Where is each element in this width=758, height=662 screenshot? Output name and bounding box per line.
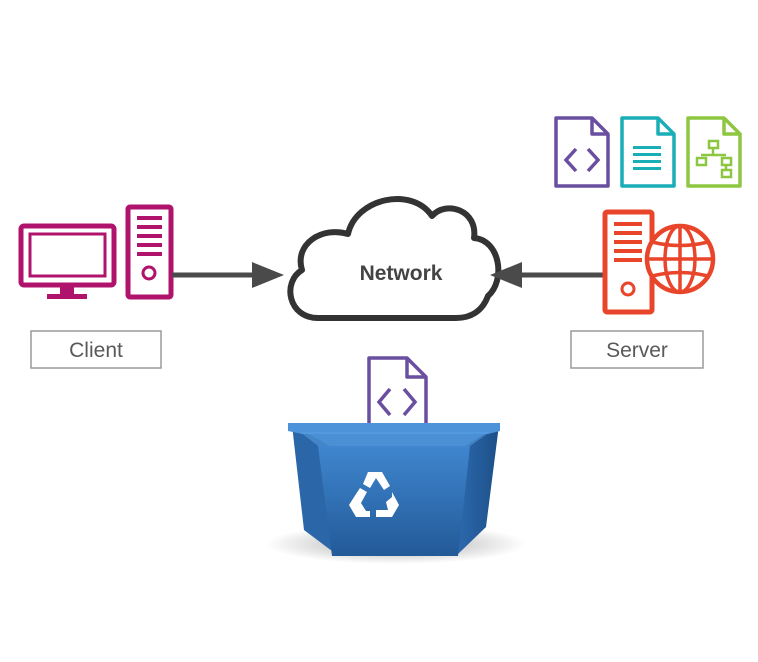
client-label-box: Client xyxy=(30,330,162,369)
recycle-symbol-icon xyxy=(349,472,399,517)
client-monitor-icon xyxy=(18,223,117,299)
text-file-icon xyxy=(620,116,676,188)
recycle-bin-icon xyxy=(266,356,526,564)
server-label: Server xyxy=(606,339,668,362)
client-to-network-arrow xyxy=(172,262,284,288)
discarded-code-file-icon xyxy=(367,356,428,430)
server-to-network-arrow xyxy=(490,262,603,288)
client-label: Client xyxy=(69,339,123,362)
network-label: Network xyxy=(360,262,443,285)
client-desktop-tower-icon xyxy=(125,204,174,300)
sitemap-file-icon xyxy=(686,116,742,188)
globe-icon xyxy=(644,223,716,295)
network-cloud-icon: Network xyxy=(287,196,502,321)
code-file-icon xyxy=(554,116,610,188)
server-icon xyxy=(602,209,655,315)
server-label-box: Server xyxy=(570,330,704,369)
